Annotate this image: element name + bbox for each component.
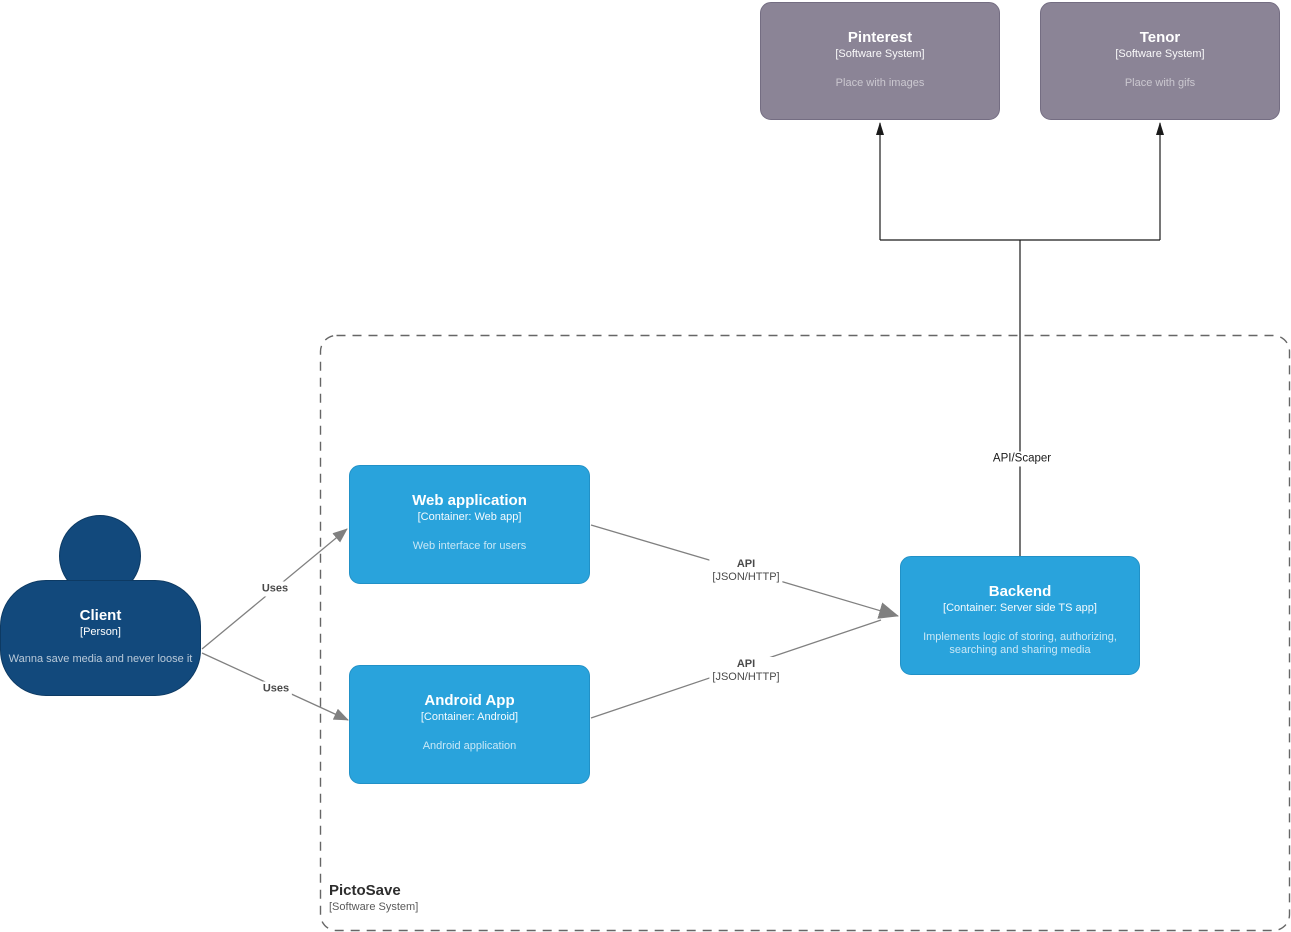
edge-label-client-android: Uses (259, 681, 293, 697)
node-type: [Software System] (835, 48, 925, 60)
node-type: [Container: Web app] (417, 511, 522, 523)
boundary-type: [Software System] (329, 901, 419, 913)
node-backend: Backend [Container: Server side TS app] … (900, 556, 1140, 675)
node-description: Android application (422, 740, 517, 752)
node-pinterest: Pinterest [Software System] Place with i… (760, 2, 1000, 120)
node-type: [Container: Server side TS app] (943, 602, 1097, 614)
boundary-pictosave (319, 334, 1291, 932)
node-title: Tenor (1139, 29, 1181, 46)
node-android-app: Android App [Container: Android] Android… (349, 665, 590, 784)
boundary-name: PictoSave (329, 882, 401, 899)
node-title: Web application (412, 492, 527, 509)
node-type: [Container: Android] (420, 711, 519, 723)
node-title: Pinterest (847, 29, 913, 46)
edge-label-backend-external: API/Scaper (989, 451, 1055, 467)
node-type: [Person] (80, 626, 121, 638)
node-title: Client (79, 607, 122, 624)
node-description: Wanna save media and never loose it (8, 653, 193, 665)
node-description: Implements logic of storing, authorizing… (923, 631, 1117, 656)
node-title: Android App (424, 692, 515, 709)
edge-label-web-backend: API [JSON/HTTP] (709, 557, 783, 585)
node-description: Place with gifs (1124, 77, 1196, 89)
node-title: Backend (988, 583, 1052, 600)
edge-label-client-web: Uses (258, 581, 292, 597)
node-web-application: Web application [Container: Web app] Web… (349, 465, 590, 584)
node-tenor: Tenor [Software System] Place with gifs (1040, 2, 1280, 120)
node-description: Web interface for users (412, 540, 527, 552)
node-client: Client [Person] Wanna save media and nev… (0, 580, 201, 696)
node-type: [Software System] (1115, 48, 1205, 60)
node-description: Place with images (835, 77, 925, 89)
boundary-label: PictoSave [Software System] (329, 881, 418, 914)
edge-label-android-backend: API [JSON/HTTP] (709, 657, 783, 685)
